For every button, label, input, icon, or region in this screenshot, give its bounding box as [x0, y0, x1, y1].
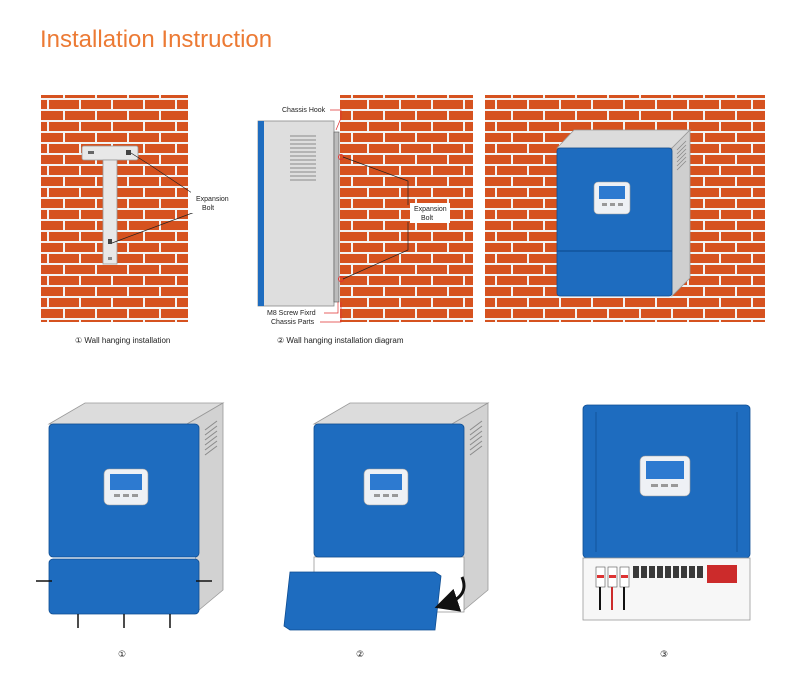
step2-unit: [283, 402, 490, 631]
step2-number: ②: [356, 650, 365, 660]
vent-grille: [676, 140, 687, 171]
panel-side-view: Chassis Hook Expansion Bolt M8 Screw Fix…: [257, 95, 473, 326]
lcd-screen: [646, 461, 684, 479]
expansion-bolt-label-2: Bolt: [421, 215, 433, 222]
m8-screw-leader: [324, 302, 339, 314]
cabinet-side: [257, 120, 335, 307]
panel-mounted-unit: [485, 95, 765, 322]
brick-wall: [340, 95, 473, 322]
step3-number: ③: [660, 650, 669, 660]
vent-grille: [469, 420, 483, 456]
bolt-leader-bottom: [342, 222, 409, 280]
cabinet-top: [556, 129, 691, 149]
surge-protector: [707, 565, 737, 583]
page-title: Installation Instruction: [40, 26, 273, 53]
step1-unit: [36, 402, 225, 628]
removed-cover: [283, 571, 442, 631]
expansion-bolt-label-1: Expansion: [196, 196, 229, 203]
wall-bracket-side: [333, 131, 340, 303]
cabinet-side: [671, 129, 691, 297]
cabinet-front: [556, 147, 673, 297]
lcd-screen: [370, 474, 402, 490]
cables: [599, 587, 625, 610]
chassis-parts-label: Chassis Parts: [271, 319, 315, 326]
step1-number: ①: [118, 650, 127, 660]
cabinet-front-edge: [258, 121, 264, 306]
vent-grille: [204, 420, 218, 456]
step3-unit: [582, 404, 751, 621]
m8-screw-label: M8 Screw Fixrd: [267, 310, 316, 317]
cabinet-front-cover: [48, 558, 200, 615]
chassis-hook-label: Chassis Hook: [282, 107, 326, 114]
lcd-screen: [599, 186, 625, 199]
leader-line-bottom: [111, 211, 196, 244]
breakers: [595, 566, 630, 588]
terminal-block: [633, 566, 703, 578]
chassis-parts-leader: [320, 302, 342, 323]
panel-wall-bracket: Expansion Bolt: [41, 95, 231, 322]
panel2-caption: ② Wall hanging installation diagram: [277, 336, 404, 345]
remove-arrow: [434, 576, 466, 612]
vent-grille: [290, 135, 316, 181]
wall-bracket: [81, 145, 139, 265]
expansion-bolt-label-2: Bolt: [202, 205, 214, 212]
bolt-leader-top: [342, 156, 409, 205]
screws: [36, 580, 212, 628]
chassis-hook-leader: [330, 109, 342, 131]
leader-line-top: [130, 152, 196, 196]
expansion-bolt-label-1: Expansion: [414, 206, 447, 213]
lcd-screen: [110, 474, 142, 490]
panel1-caption: ① Wall hanging installation: [75, 336, 171, 345]
